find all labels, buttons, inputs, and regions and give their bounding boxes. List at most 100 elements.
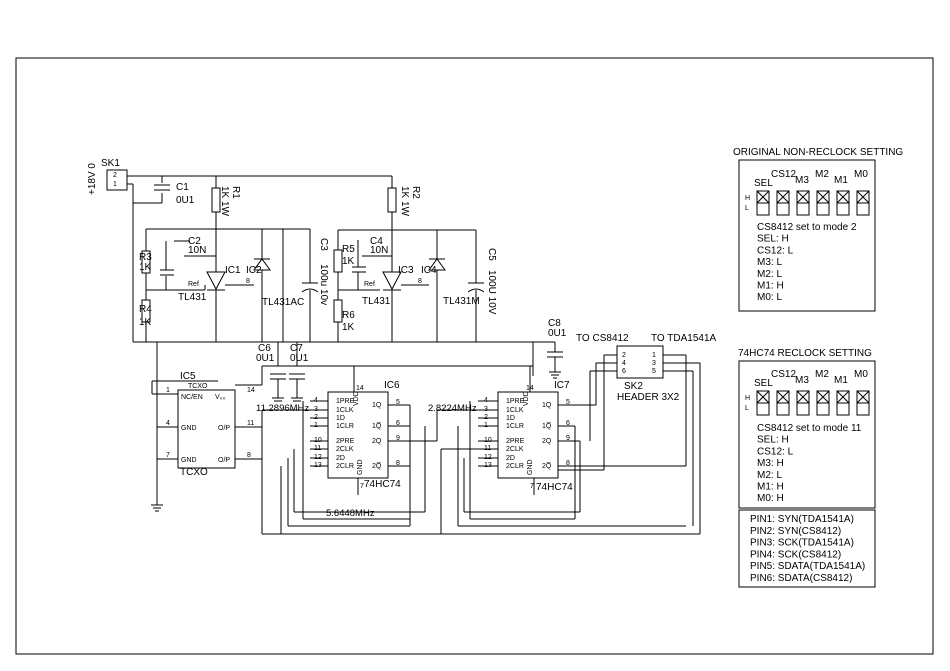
switch-cross-line xyxy=(856,390,870,404)
ic7-pin-label: 1Q xyxy=(542,402,552,409)
setting-line: CS12: L xyxy=(757,245,794,256)
c5-ref: C5 xyxy=(486,248,497,261)
dip-column-label: CS12 xyxy=(771,169,796,180)
ic6-pin-number: 13 xyxy=(314,462,322,469)
switch-cross-line xyxy=(816,390,830,404)
switch-cross-line xyxy=(756,190,770,204)
setting-line: M0: L xyxy=(757,292,782,303)
wiring xyxy=(106,169,701,535)
ic5-pinnum-8: 8 xyxy=(247,452,251,459)
setting-line: SEL: H xyxy=(757,234,789,245)
ic7-pin-number: 13 xyxy=(484,462,492,469)
dip-column-label: M3 xyxy=(795,375,809,386)
switch-cross-line xyxy=(836,190,850,204)
dip-column-label: M0 xyxy=(854,369,868,380)
c8-ref: C8 xyxy=(548,318,561,329)
r2-value: 1K 1W xyxy=(399,186,410,217)
switch-cross-line xyxy=(796,190,810,204)
ic7-pin-number: 6 xyxy=(566,420,570,427)
ic5-pin-gnd1: GND xyxy=(181,425,197,432)
ic7-pin-number: 12 xyxy=(484,454,492,461)
ic6-pin-label: 1CLK xyxy=(336,407,354,414)
r6-ref: R6 xyxy=(342,310,355,321)
ic6-pin-number: 1 xyxy=(314,422,318,429)
dip-column-label: CS12 xyxy=(771,369,796,380)
c2-ref: C2 xyxy=(188,236,201,247)
dip-l-label: L xyxy=(745,405,749,412)
switch-cross-line xyxy=(836,390,850,404)
c5-value: 100U 10V xyxy=(486,270,497,315)
setting-line: CS12: L xyxy=(757,446,794,457)
ic7-pin-number: 1 xyxy=(484,422,488,429)
c3-ref: C3 xyxy=(318,238,329,251)
ic5-pinnum-1: 1 xyxy=(166,387,170,394)
ic6-pin-label: 2D xyxy=(336,455,345,462)
ic5-ref: IC5 xyxy=(180,371,196,382)
setting-panel-reclock: 74HC74 RECLOCK SETTING SELCS12M3M2M1M0HL… xyxy=(738,348,876,509)
r3-value: 1K xyxy=(139,262,152,273)
ic7-pin-label: 2CLK xyxy=(506,446,524,453)
ic7-pin-label: 1CLR xyxy=(506,423,524,430)
pin-list-item: PIN6: SDATA(CS8412) xyxy=(750,573,852,584)
setting-line: M2: L xyxy=(757,470,782,481)
component-labels: SK1 +18V 0 2 1 C1 0U1 R1 1K 1W R2 1K 1W … xyxy=(87,158,717,519)
dip-column-label: M3 xyxy=(795,175,809,186)
dip-column-label: M2 xyxy=(815,169,829,180)
ic6-pin-label: 2Q xyxy=(372,438,382,445)
sk2-part: HEADER 3X2 xyxy=(617,392,680,403)
ic5-pinnum-14: 14 xyxy=(247,387,255,394)
setting-line: M0: H xyxy=(757,493,784,504)
ic6-ref: IC6 xyxy=(384,380,400,391)
pin-list-item: PIN5: SDATA(TDA1541A) xyxy=(750,561,865,572)
c6-ref: C6 xyxy=(258,343,271,354)
sk1-ref: SK1 xyxy=(101,158,120,169)
switch-cross-line xyxy=(776,390,790,404)
setting-line: M1: H xyxy=(757,281,784,292)
ic7-vdd-number: 14 xyxy=(526,385,534,392)
r4-ref: R4 xyxy=(139,304,152,315)
c8-value: 0U1 xyxy=(548,328,567,339)
dip-column-label: M2 xyxy=(815,369,829,380)
ic7-pin-number: 3 xyxy=(484,406,488,413)
r5-value: 1K xyxy=(342,256,355,267)
dip-column-label: M0 xyxy=(854,169,868,180)
switch-cross-line xyxy=(776,190,790,204)
r3-ref: R3 xyxy=(139,252,152,263)
freq-2m: 2.8224MHz xyxy=(428,403,477,414)
ic6-pin-number: 8 xyxy=(396,460,400,467)
ic6-vdd-number: 14 xyxy=(356,385,364,392)
ic6-part: 74HC74 xyxy=(364,479,401,490)
ic7-pin-number: 4 xyxy=(484,397,488,404)
ic7-pin-label: 1CLK xyxy=(506,407,524,414)
setting-line: SEL: H xyxy=(757,435,789,446)
ic6-pin-number: 12 xyxy=(314,454,322,461)
pin-list: PIN1: SYN(TDA1541A)PIN2: SYN(CS8412)PIN3… xyxy=(750,514,865,584)
sk1-pin1: 1 xyxy=(113,181,117,188)
ic5-label: TCXO xyxy=(180,467,208,478)
sk2-ref: SK2 xyxy=(624,381,643,392)
ic7-pin-number: 11 xyxy=(484,445,491,452)
c7-ref: C7 xyxy=(290,343,303,354)
ic3-pin8: 8 xyxy=(418,278,422,285)
sk2-pin-3: 3 xyxy=(652,360,656,367)
pin-list-item: PIN2: SYN(CS8412) xyxy=(750,526,841,537)
ic3-ref: IC3 xyxy=(398,265,414,276)
dip-h-label: H xyxy=(745,395,750,402)
ic2-ref: IC2 xyxy=(246,265,262,276)
setting-line: CS8412 set to mode 11 xyxy=(757,423,862,434)
ic7-pin-label: 1Q̅ xyxy=(542,422,552,430)
ic5-pinnum-7: 7 xyxy=(166,452,170,459)
pin-list-item: PIN3: SCK(TDA1541A) xyxy=(750,538,854,549)
ic6-pin-number: 4 xyxy=(314,397,318,404)
sk2-pin-6: 6 xyxy=(622,368,626,375)
r4-value: 1K xyxy=(139,317,152,328)
ic6-pin-number: 11 xyxy=(314,445,321,452)
ic6-pin-label: 1Q xyxy=(372,402,382,409)
ic6-pin-label: 2PRE xyxy=(336,438,355,445)
r1-value: 1K 1W xyxy=(219,186,230,217)
ic5-pin-op1: O/P xyxy=(218,425,230,432)
dip-column-label: SEL xyxy=(754,378,773,389)
freq-5m: 5.6448MHz xyxy=(326,508,375,519)
ic6-pin-number: 2 xyxy=(314,414,318,421)
